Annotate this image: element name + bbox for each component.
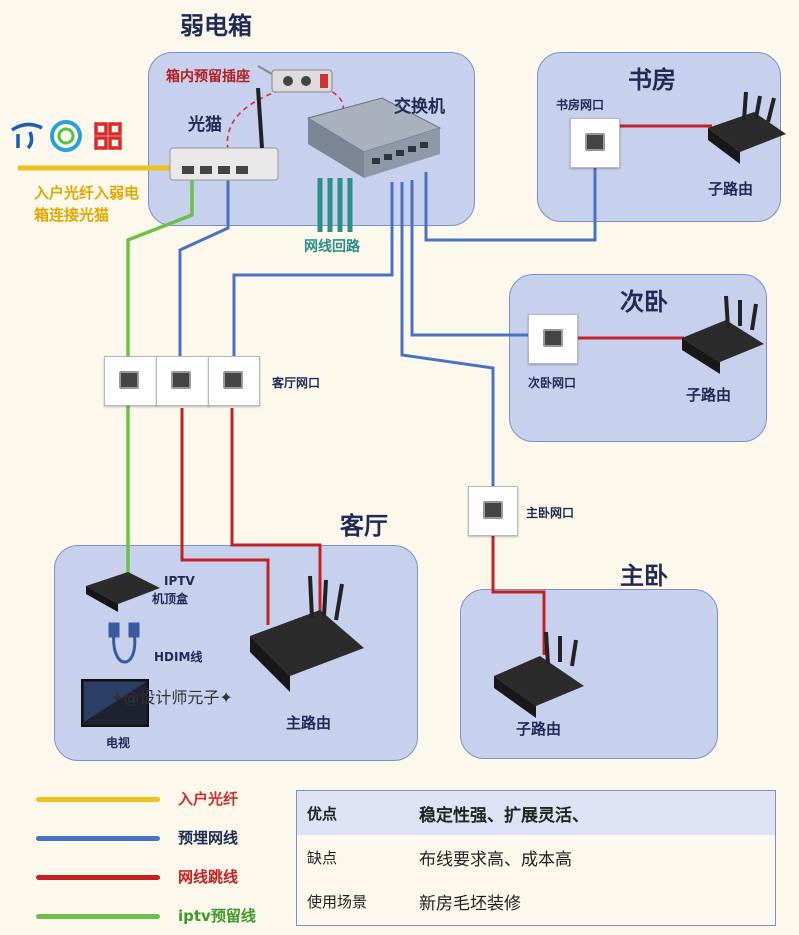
optical-modem-device bbox=[169, 87, 279, 181]
master-port-label: 主卧网口 bbox=[526, 506, 575, 520]
tv-device bbox=[81, 679, 149, 727]
embedded-line-master bbox=[400, 182, 495, 488]
telecom-logo-icon bbox=[8, 120, 46, 150]
master-port-plate bbox=[468, 486, 518, 536]
embedded-line-living-2 bbox=[178, 178, 230, 370]
switch-label: 交换机 bbox=[394, 97, 445, 117]
embedded-line-living-3 bbox=[232, 182, 394, 370]
table-row: 优点 稳定性强、扩展灵活、 bbox=[297, 791, 775, 835]
switch-device bbox=[306, 97, 442, 178]
living-room-title: 客厅 bbox=[340, 512, 388, 540]
main-router-device bbox=[250, 575, 364, 692]
embedded-line-second bbox=[410, 180, 552, 337]
cable-loops-label: 网线回路 bbox=[304, 239, 360, 255]
mobile-logo-icon bbox=[48, 118, 84, 154]
table-row: 使用场景 新房毛坯装修 bbox=[297, 879, 775, 923]
iptv-label-line-2: 机顶盒 bbox=[152, 592, 189, 606]
hdmi-label: HDIM线 bbox=[154, 650, 203, 664]
embedded-line-study bbox=[424, 168, 597, 242]
fiber-note-line-1: 入户光纤入弱电 bbox=[34, 184, 140, 202]
table-key: 使用场景 bbox=[307, 892, 368, 911]
study-router-device bbox=[708, 91, 786, 164]
table-key: 缺点 bbox=[307, 848, 338, 867]
pros-cons-table: 优点 稳定性强、扩展灵活、 缺点 布线要求高、成本高 使用场景 新房毛坯装修 bbox=[296, 790, 776, 926]
cable-loops bbox=[317, 178, 353, 232]
power-dash-1 bbox=[226, 85, 293, 151]
study-title: 书房 bbox=[628, 66, 676, 94]
power-strip-device bbox=[257, 65, 333, 93]
legend-embedded-line bbox=[36, 836, 160, 841]
second-router-device bbox=[682, 295, 764, 374]
living-port-plate-2 bbox=[156, 356, 210, 406]
table-value: 稳定性强、扩展灵活、 bbox=[419, 805, 589, 826]
iptv-line bbox=[126, 180, 194, 580]
main-router-label: 主路由 bbox=[286, 714, 332, 732]
table-value: 布线要求高、成本高 bbox=[419, 849, 572, 870]
legend-fiber-label: 入户光纤 bbox=[178, 790, 239, 808]
table-key: 优点 bbox=[307, 804, 338, 823]
master-bedroom-title: 主卧 bbox=[620, 562, 668, 590]
patch-line-main-1 bbox=[180, 408, 270, 625]
second-port-plate bbox=[528, 314, 578, 364]
patch-line-main-2 bbox=[230, 408, 322, 615]
master-router-device bbox=[494, 631, 584, 718]
table-row: 缺点 布线要求高、成本高 bbox=[297, 835, 775, 879]
living-port-plate-3 bbox=[208, 356, 260, 406]
table-value: 新房毛坯装修 bbox=[419, 893, 521, 914]
legend-iptv-label: iptv预留线 bbox=[178, 907, 256, 925]
second-port-label: 次卧网口 bbox=[528, 376, 577, 390]
fiber-note-line-2: 箱连接光猫 bbox=[34, 206, 110, 224]
study-port-label: 书房网口 bbox=[556, 98, 605, 112]
living-port-label: 客厅网口 bbox=[272, 376, 321, 390]
legend-iptv-line bbox=[36, 914, 160, 919]
legend-embedded-label: 预埋网线 bbox=[178, 829, 239, 847]
patch-line-master bbox=[491, 535, 546, 655]
study-port-plate bbox=[570, 118, 620, 168]
second-bedroom-title: 次卧 bbox=[620, 288, 668, 316]
legend-patch-label: 网线跳线 bbox=[178, 868, 239, 886]
master-sub-router-label: 子路由 bbox=[516, 720, 562, 738]
unicom-logo-icon bbox=[88, 116, 128, 156]
hdmi-cable-device bbox=[108, 622, 140, 664]
watermark-text: ✦@设计师元子✦ bbox=[110, 688, 233, 707]
iptv-label-line-1: IPTV bbox=[164, 574, 195, 588]
iptv-box-device bbox=[86, 572, 160, 612]
legend-fiber-line bbox=[36, 797, 160, 802]
second-sub-router-label: 子路由 bbox=[686, 386, 732, 404]
optical-modem-label: 光猫 bbox=[188, 115, 222, 135]
legend-patch-line bbox=[36, 875, 160, 880]
box-socket-label: 箱内预留插座 bbox=[166, 69, 250, 85]
study-sub-router-label: 子路由 bbox=[708, 180, 754, 198]
living-port-plate-1 bbox=[104, 356, 158, 406]
tv-label: 电视 bbox=[106, 736, 131, 750]
power-dash-2 bbox=[309, 85, 345, 119]
weak-box-title: 弱电箱 bbox=[180, 12, 252, 40]
